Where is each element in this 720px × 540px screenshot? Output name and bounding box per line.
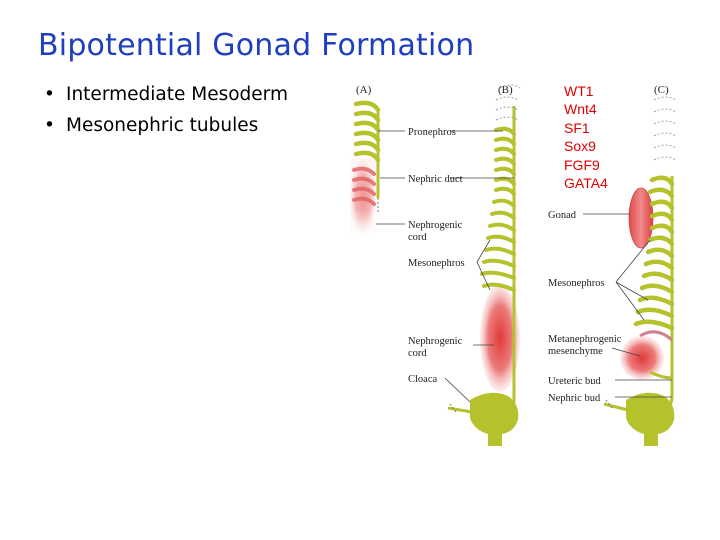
label-cloaca: Cloaca — [408, 374, 437, 385]
bullet-list: •Intermediate Mesoderm •Mesonephric tubu… — [44, 84, 288, 146]
panel-label-a: (A) — [356, 84, 372, 96]
label-cord: cord — [408, 348, 427, 359]
bullet-item: •Mesonephric tubules — [44, 115, 259, 136]
label-gonad: Gonad — [548, 210, 577, 221]
factor-item: SF1 — [564, 119, 590, 136]
label-mesonephros: Mesonephros — [408, 258, 465, 269]
panel-label-c: (C) — [654, 84, 669, 96]
label-ureteric-bud: Ureteric bud — [548, 376, 602, 387]
factor-item: GATA4 — [564, 175, 608, 192]
panel-a-drawing — [345, 100, 385, 240]
label-mesenchyme: mesenchyme — [548, 346, 603, 357]
label-pronephros: Pronephros — [408, 127, 456, 138]
factor-item: Sox9 — [564, 138, 596, 155]
label-cord: cord — [408, 232, 427, 243]
label-mesonephros: Mesonephros — [548, 278, 605, 289]
label-nephric-bud: Nephric bud — [548, 393, 601, 404]
leader-lines-b — [376, 130, 514, 403]
factor-item: WT1 — [564, 83, 594, 99]
factor-item: Wnt4 — [564, 101, 597, 118]
bullet-text: Intermediate Mesoderm — [66, 84, 288, 105]
factor-item: FGF9 — [564, 156, 600, 173]
label-metanephrogenic: Metanephrogenic — [548, 334, 622, 345]
panel-c-drawing — [603, 96, 677, 446]
label-nephrogenic: Nephrogenic — [408, 220, 463, 231]
label-nephric-duct: Nephric duct — [408, 174, 463, 185]
bullet-item: •Intermediate Mesoderm — [44, 84, 288, 105]
transcription-factor-list: WT1 Wnt4 SF1 Sox9 FGF9 GATA4 — [564, 82, 608, 192]
panel-b-drawing — [447, 84, 521, 446]
leader-lines-c — [583, 213, 672, 398]
slide-title: Bipotential Gonad Formation — [38, 28, 475, 63]
label-nephrogenic: Nephrogenic — [408, 336, 463, 347]
bullet-text: Mesonephric tubules — [66, 115, 259, 136]
